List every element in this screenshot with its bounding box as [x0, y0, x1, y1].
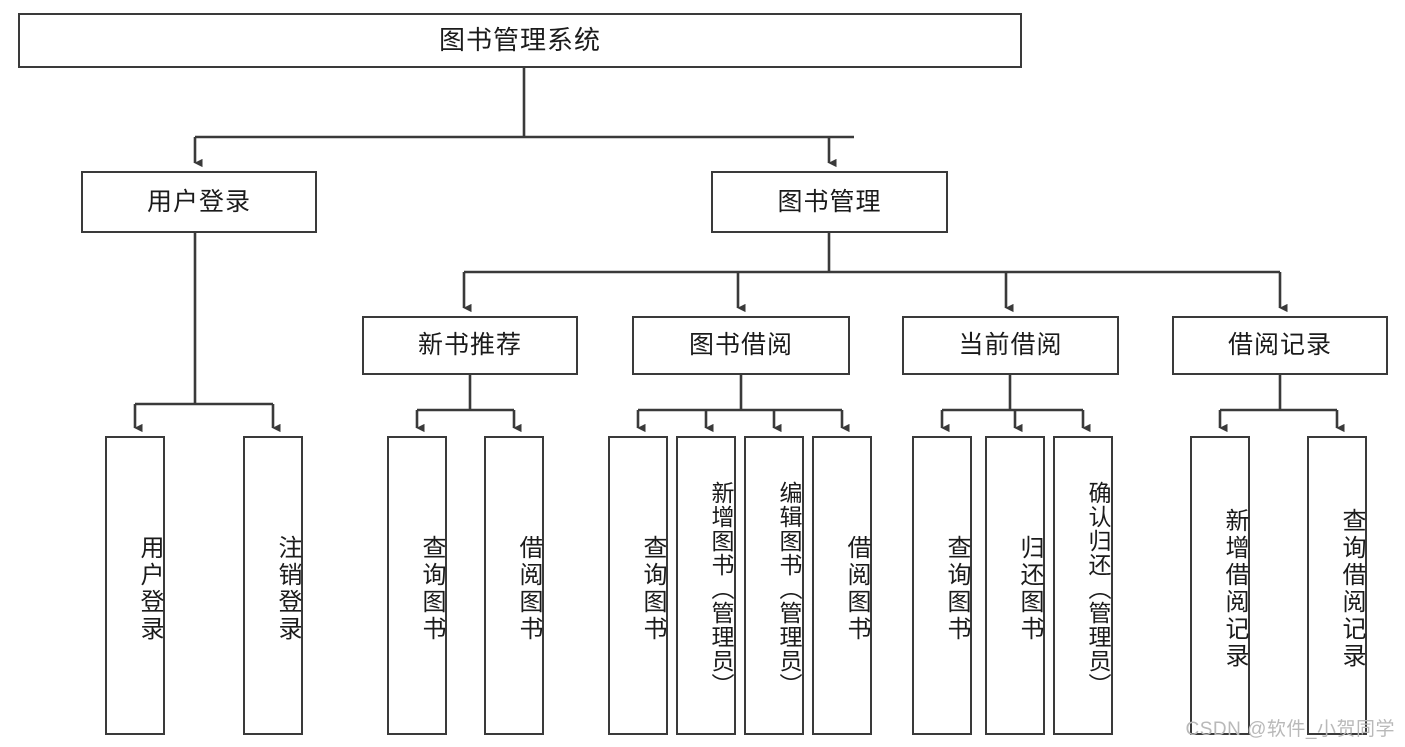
node-borrow-record-label: 借阅记录 — [1227, 331, 1332, 359]
node-leaf-return-book-label: 归还图书 — [1016, 534, 1043, 643]
node-user-login-label: 用户登录 — [146, 187, 251, 216]
node-leaf-borrow-book-rec-label: 借阅图书 — [515, 534, 542, 643]
node-book-borrow[interactable]: 图书借阅 — [632, 316, 850, 375]
node-new-book-recommend-label: 新书推荐 — [417, 331, 522, 359]
node-root[interactable]: 图书管理系统 — [18, 13, 1022, 68]
node-leaf-query-book-borrow-label: 查询图书 — [639, 534, 666, 643]
node-leaf-borrow-book-label: 借阅图书 — [843, 534, 870, 643]
node-leaf-borrow-book-rec[interactable]: 借阅图书 — [484, 436, 544, 735]
node-leaf-query-book-rec[interactable]: 查询图书 — [387, 436, 447, 735]
node-leaf-query-book-current[interactable]: 查询图书 — [912, 436, 972, 735]
node-current-borrow[interactable]: 当前借阅 — [902, 316, 1119, 375]
node-book-borrow-label: 图书借阅 — [688, 331, 793, 359]
node-leaf-query-book-current-label: 查询图书 — [943, 534, 970, 643]
node-leaf-confirm-return-admin[interactable]: 确认归还（管理员） — [1053, 436, 1113, 735]
node-leaf-borrow-book[interactable]: 借阅图书 — [812, 436, 872, 735]
node-user-login[interactable]: 用户登录 — [81, 171, 317, 233]
node-borrow-record[interactable]: 借阅记录 — [1172, 316, 1388, 375]
node-leaf-add-book-admin-label: 新增图书（管理员） — [708, 480, 734, 697]
node-leaf-logout-login[interactable]: 注销登录 — [243, 436, 303, 735]
node-leaf-edit-book-admin-label: 编辑图书（管理员） — [776, 480, 802, 697]
node-book-manage[interactable]: 图书管理 — [711, 171, 948, 233]
node-book-manage-label: 图书管理 — [777, 187, 882, 216]
node-root-label: 图书管理系统 — [438, 25, 601, 56]
node-leaf-add-borrow-record-label: 新增借阅记录 — [1221, 507, 1248, 670]
node-leaf-query-book-rec-label: 查询图书 — [418, 534, 445, 643]
node-leaf-query-book-borrow[interactable]: 查询图书 — [608, 436, 668, 735]
node-leaf-return-book[interactable]: 归还图书 — [985, 436, 1045, 735]
node-leaf-edit-book-admin[interactable]: 编辑图书（管理员） — [744, 436, 804, 735]
node-leaf-logout-login-label: 注销登录 — [274, 534, 301, 643]
watermark-text: CSDN @软件_小贺同学 — [1185, 719, 1395, 740]
node-leaf-confirm-return-admin-label: 确认归还（管理员） — [1085, 480, 1111, 697]
node-leaf-user-login[interactable]: 用户登录 — [105, 436, 165, 735]
node-leaf-add-book-admin[interactable]: 新增图书（管理员） — [676, 436, 736, 735]
node-leaf-user-login-label: 用户登录 — [136, 534, 163, 643]
node-leaf-query-borrow-record[interactable]: 查询借阅记录 — [1307, 436, 1367, 735]
node-leaf-add-borrow-record[interactable]: 新增借阅记录 — [1190, 436, 1250, 735]
node-new-book-recommend[interactable]: 新书推荐 — [362, 316, 578, 375]
node-leaf-query-borrow-record-label: 查询借阅记录 — [1338, 507, 1365, 670]
node-current-borrow-label: 当前借阅 — [958, 331, 1063, 359]
